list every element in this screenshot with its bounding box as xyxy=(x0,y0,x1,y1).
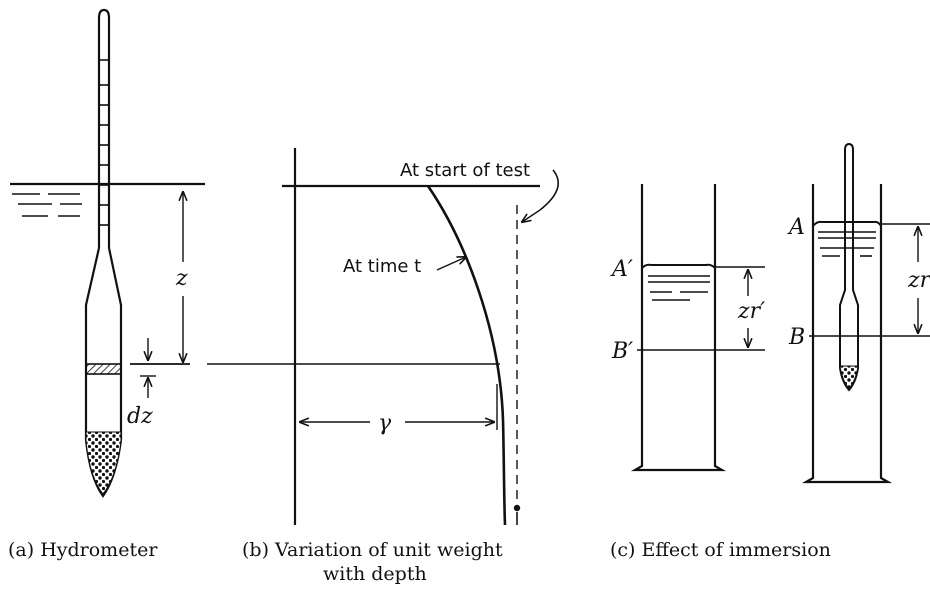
start-leader-arrow xyxy=(522,209,541,222)
dashed-end-dot xyxy=(513,504,521,512)
label-A: A xyxy=(787,215,805,240)
label-z: z xyxy=(175,266,188,291)
water-dash-marks xyxy=(12,193,82,217)
left-liquid-dashes xyxy=(648,275,710,301)
right-meniscus xyxy=(812,220,882,227)
time-leader-arrow xyxy=(436,257,466,271)
label-zr: zr xyxy=(907,268,930,293)
label-A-prime: A′ xyxy=(610,257,633,282)
caption-a: (a) Hydrometer xyxy=(8,539,158,561)
stem-graduations xyxy=(99,59,109,226)
caption-b-line1: (b) Variation of unit weight xyxy=(242,539,503,561)
caption-c: (c) Effect of immersion xyxy=(610,539,831,561)
panel-b-unit-weight: γ At start of test At time t (b) Variati… xyxy=(207,148,560,585)
label-at-time-t: At time t xyxy=(343,256,421,277)
hydrometer-stem xyxy=(97,8,111,248)
label-gamma: γ xyxy=(378,411,392,436)
label-dz: dz xyxy=(127,404,153,429)
small-hydrometer xyxy=(839,142,859,392)
label-zr-prime: zr′ xyxy=(737,299,765,324)
panel-c-immersion: zr′ A′ B′ zr A B (c) Effect of immersion xyxy=(610,142,930,561)
label-B: B xyxy=(788,325,805,350)
caption-b-line2: with depth xyxy=(323,563,427,585)
curve-at-time-t xyxy=(426,185,507,526)
label-start-of-test: At start of test xyxy=(400,160,530,181)
panel-a-hydrometer: z dz (a) Hydrometer xyxy=(8,8,205,561)
right-liquid-dashes xyxy=(818,231,876,257)
left-meniscus xyxy=(641,263,716,269)
right-cylinder xyxy=(801,184,893,484)
dz-slice-hatch xyxy=(85,363,122,375)
left-cylinder xyxy=(630,184,727,472)
hydrometer-ballast xyxy=(85,431,122,495)
start-leader-hook xyxy=(539,169,560,211)
label-B-prime: B′ xyxy=(611,339,633,364)
small-hydrometer-ballast xyxy=(839,365,859,390)
